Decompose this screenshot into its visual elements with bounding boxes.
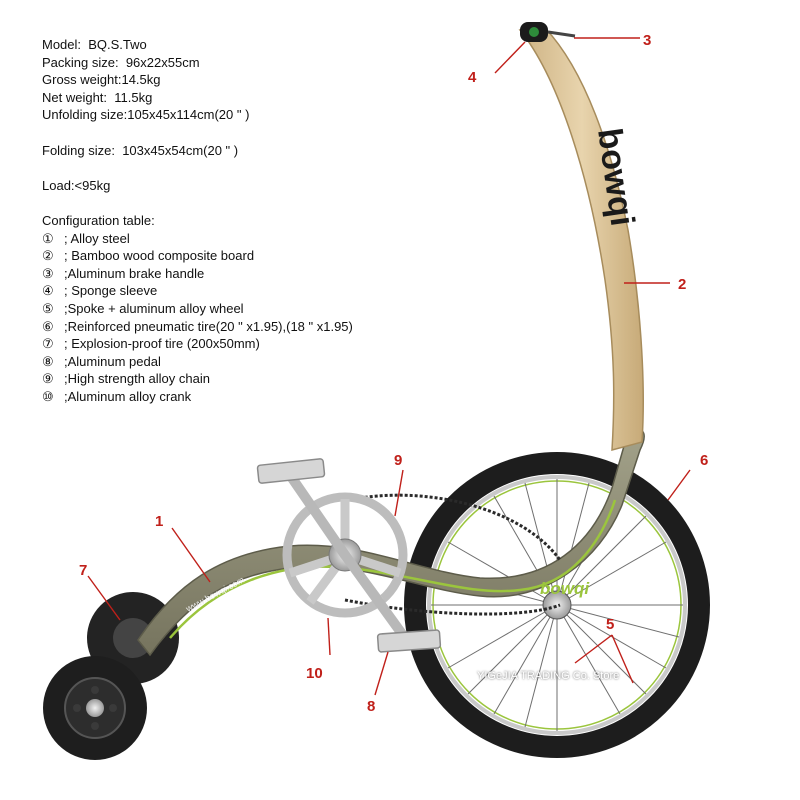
frame-brand-logo: bowqi bbox=[540, 579, 590, 598]
config-item: ⑩ ;Aluminum alloy crank bbox=[42, 388, 422, 406]
config-item: ⑤ ;Spoke + aluminum alloy wheel bbox=[42, 300, 422, 318]
config-item-number: ② bbox=[42, 248, 54, 264]
spec-net-weight: Net weight: 11.5kg bbox=[42, 89, 153, 105]
crank-arm-upper bbox=[287, 473, 350, 560]
brake-handle bbox=[547, 30, 576, 38]
grip-end-cap bbox=[529, 27, 539, 37]
callout-6: 6 bbox=[700, 452, 708, 469]
rear-spokes bbox=[431, 479, 683, 731]
chainring-outer bbox=[282, 492, 408, 618]
callout-10: 10 bbox=[306, 665, 323, 682]
config-item: ③ ;Aluminum brake handle bbox=[42, 265, 422, 283]
callout-5: 5 bbox=[606, 616, 614, 633]
config-item: ⑥ ;Reinforced pneumatic tire(20 " x1.95),… bbox=[42, 318, 422, 336]
rear-hub bbox=[542, 590, 572, 620]
spec-packing-size: Packing size: 96x22x55cm bbox=[42, 54, 200, 70]
spec-model: Model: BQ.S.Two bbox=[42, 37, 147, 52]
handle-assembly bbox=[520, 22, 576, 42]
config-item-text: ; Explosion-proof tire (200x50mm) bbox=[64, 336, 260, 352]
rear-rim bbox=[427, 475, 687, 735]
config-item-text: ; Sponge sleeve bbox=[64, 283, 158, 299]
pedal-lower bbox=[376, 629, 442, 653]
callout-8: 8 bbox=[367, 698, 375, 715]
spec-sheet: Model: BQ.S.Two Packing size: 96x22x55cm… bbox=[42, 36, 422, 405]
callout-9: 9 bbox=[394, 452, 402, 469]
config-item-number: ① bbox=[42, 230, 54, 246]
config-item: ⑧ ;Aluminum pedal bbox=[42, 353, 422, 371]
config-item-text: ;High strength alloy chain bbox=[64, 371, 210, 387]
config-item: ② ; Bamboo wood composite board bbox=[42, 247, 422, 265]
chain bbox=[344, 493, 562, 616]
front-hub bbox=[86, 699, 104, 717]
front-rim-holes bbox=[73, 686, 117, 730]
callout-3: 3 bbox=[643, 32, 651, 49]
leader-1 bbox=[171, 527, 211, 583]
rear-wheel bbox=[404, 452, 710, 758]
config-item-text: ;Aluminum brake handle bbox=[64, 265, 205, 281]
rear-tire bbox=[404, 452, 710, 758]
front-wheel bbox=[43, 656, 147, 760]
config-item: ⑨ ;High strength alloy chain bbox=[42, 370, 422, 388]
leader-8 bbox=[374, 651, 389, 696]
config-item-number: ⑨ bbox=[42, 371, 54, 387]
leader-7 bbox=[87, 575, 121, 621]
config-item: ④ ; Sponge sleeve bbox=[42, 282, 422, 300]
config-item-text: ;Spoke + aluminum alloy wheel bbox=[64, 300, 244, 316]
callout-leaders bbox=[87, 37, 691, 696]
leader-5a bbox=[574, 634, 613, 664]
pedal-upper bbox=[256, 458, 326, 484]
callout-7: 7 bbox=[79, 562, 87, 579]
spec-unfolding-size: Unfolding size:105x45x114cm(20 " ) bbox=[42, 107, 250, 123]
callout-2: 2 bbox=[678, 276, 686, 293]
config-item-text: ;Aluminum alloy crank bbox=[64, 388, 192, 404]
config-item: ⑦ ; Explosion-proof tire (200x50mm) bbox=[42, 335, 422, 353]
config-item-number: ⑥ bbox=[42, 318, 54, 334]
frame-green-stripe bbox=[169, 499, 617, 639]
callout-4: 4 bbox=[468, 69, 477, 86]
config-item-number: ⑩ bbox=[42, 388, 54, 404]
spec-gross-weight: Gross weight:14.5kg bbox=[42, 72, 161, 88]
store-watermark: YIGeJIA TRADING Co. Store bbox=[477, 670, 620, 682]
crank-arm-lower bbox=[340, 550, 410, 643]
config-item-text: ;Reinforced pneumatic tire(20 " x1.95),(… bbox=[64, 318, 353, 334]
config-item-number: ③ bbox=[42, 265, 54, 281]
config-title: Configuration table: bbox=[42, 212, 155, 228]
front-hub-back bbox=[113, 618, 153, 658]
config-item-number: ④ bbox=[42, 283, 54, 299]
config-item-number: ⑧ bbox=[42, 353, 54, 369]
config-item-number: ⑤ bbox=[42, 300, 54, 316]
leader-4 bbox=[494, 41, 526, 74]
config-item-number: ⑦ bbox=[42, 336, 54, 352]
leader-6 bbox=[667, 469, 691, 501]
callout-1: 1 bbox=[155, 513, 163, 530]
spec-folding-size: Folding size: 103x45x54cm(20 " ) bbox=[42, 142, 239, 158]
config-item-text: ; Alloy steel bbox=[64, 230, 130, 246]
bamboo-steering-board bbox=[518, 27, 644, 451]
leader-10 bbox=[327, 617, 331, 656]
config-item-text: ;Aluminum pedal bbox=[64, 353, 161, 369]
config-item: ① ; Alloy steel bbox=[42, 230, 422, 248]
spec-load: Load:<95kg bbox=[42, 177, 111, 193]
config-item-text: ; Bamboo wood composite board bbox=[64, 248, 255, 264]
leader-5b bbox=[611, 634, 634, 684]
leader-9 bbox=[394, 469, 404, 517]
